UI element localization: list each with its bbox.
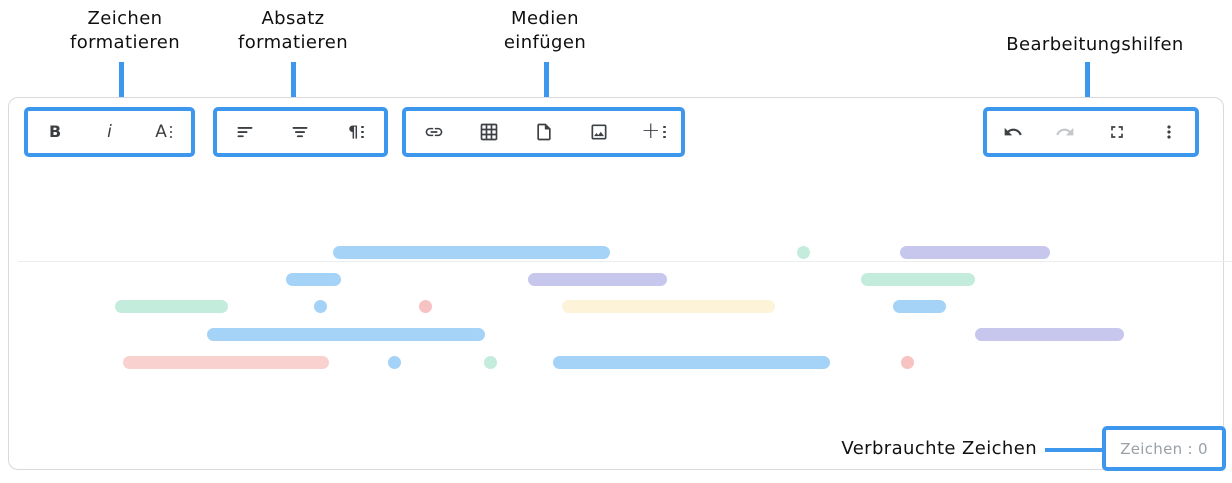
annotation-connector-line — [291, 62, 296, 108]
toolbar-group-character: B i A — [24, 107, 195, 157]
character-counter-value: Zeichen : 0 — [1120, 439, 1208, 458]
link-icon — [425, 127, 442, 137]
annotation-connector-line — [1045, 448, 1102, 452]
editor-content[interactable] — [9, 164, 1223, 421]
character-counter-box: Zeichen : 0 — [1102, 426, 1226, 471]
toolbar-group-media: + — [402, 107, 685, 157]
file-icon — [536, 123, 551, 141]
annotation-connector-line — [119, 62, 124, 108]
dropdown-dots-icon — [361, 125, 365, 139]
italic-button[interactable]: i — [96, 114, 122, 150]
annotation-label-line: formatieren — [69, 32, 181, 53]
annotation-label-line: Bearbeitungshilfen — [1006, 34, 1184, 55]
kebab-menu-icon — [1167, 125, 1171, 139]
redo-button[interactable] — [1052, 114, 1078, 150]
annotation-connector-line — [1085, 62, 1090, 108]
annotation-label-paragraph-formatting: Absatz formatieren — [213, 7, 373, 55]
annotation-label-line: einfügen — [503, 32, 587, 53]
annotation-label-line: Absatz — [261, 8, 325, 29]
annotation-label-character-formatting: Zeichen formatieren — [45, 7, 205, 55]
table-icon — [480, 123, 497, 141]
plus-icon: + — [641, 117, 661, 144]
editor-panel — [8, 97, 1232, 470]
annotation-label-insert-media: Medien einfügen — [465, 7, 625, 55]
image-icon — [591, 124, 606, 140]
insert-more-button[interactable]: + — [641, 114, 667, 150]
font-style-icon: A — [155, 121, 167, 142]
font-style-button[interactable]: A — [151, 114, 177, 150]
undo-icon — [1004, 127, 1022, 136]
annotation-label-line: formatieren — [237, 32, 349, 53]
insert-table-button[interactable] — [476, 114, 502, 150]
align-left-icon — [237, 127, 253, 138]
paragraph-style-button[interactable]: ¶ — [343, 114, 369, 150]
fullscreen-icon — [1111, 126, 1123, 138]
bold-button[interactable]: B — [42, 114, 68, 150]
annotation-connector-line — [544, 62, 549, 108]
dropdown-dots-icon — [663, 125, 666, 139]
annotation-label-line: Zeichen — [87, 8, 163, 29]
more-options-button[interactable] — [1156, 114, 1182, 150]
redo-icon — [1056, 127, 1074, 136]
toolbar-divider — [18, 261, 1232, 262]
toolbar-group-paragraph: ¶ — [213, 107, 388, 157]
dropdown-dots-icon — [169, 125, 173, 139]
align-center-button[interactable] — [287, 114, 313, 150]
insert-link-button[interactable] — [421, 114, 447, 150]
align-left-button[interactable] — [232, 114, 258, 150]
annotation-label-used-characters: Verbrauchte Zeichen — [841, 438, 1037, 459]
italic-icon: i — [107, 121, 112, 142]
fullscreen-button[interactable] — [1104, 114, 1130, 150]
paragraph-icon: ¶ — [348, 122, 359, 141]
undo-button[interactable] — [1000, 114, 1026, 150]
insert-image-button[interactable] — [586, 114, 612, 150]
annotation-label-editing-aids: Bearbeitungshilfen — [985, 33, 1205, 57]
bold-icon: B — [49, 122, 62, 141]
annotation-label-line: Medien — [511, 8, 579, 29]
insert-file-button[interactable] — [531, 114, 557, 150]
align-center-icon — [292, 127, 308, 138]
toolbar-group-editing — [983, 107, 1199, 157]
